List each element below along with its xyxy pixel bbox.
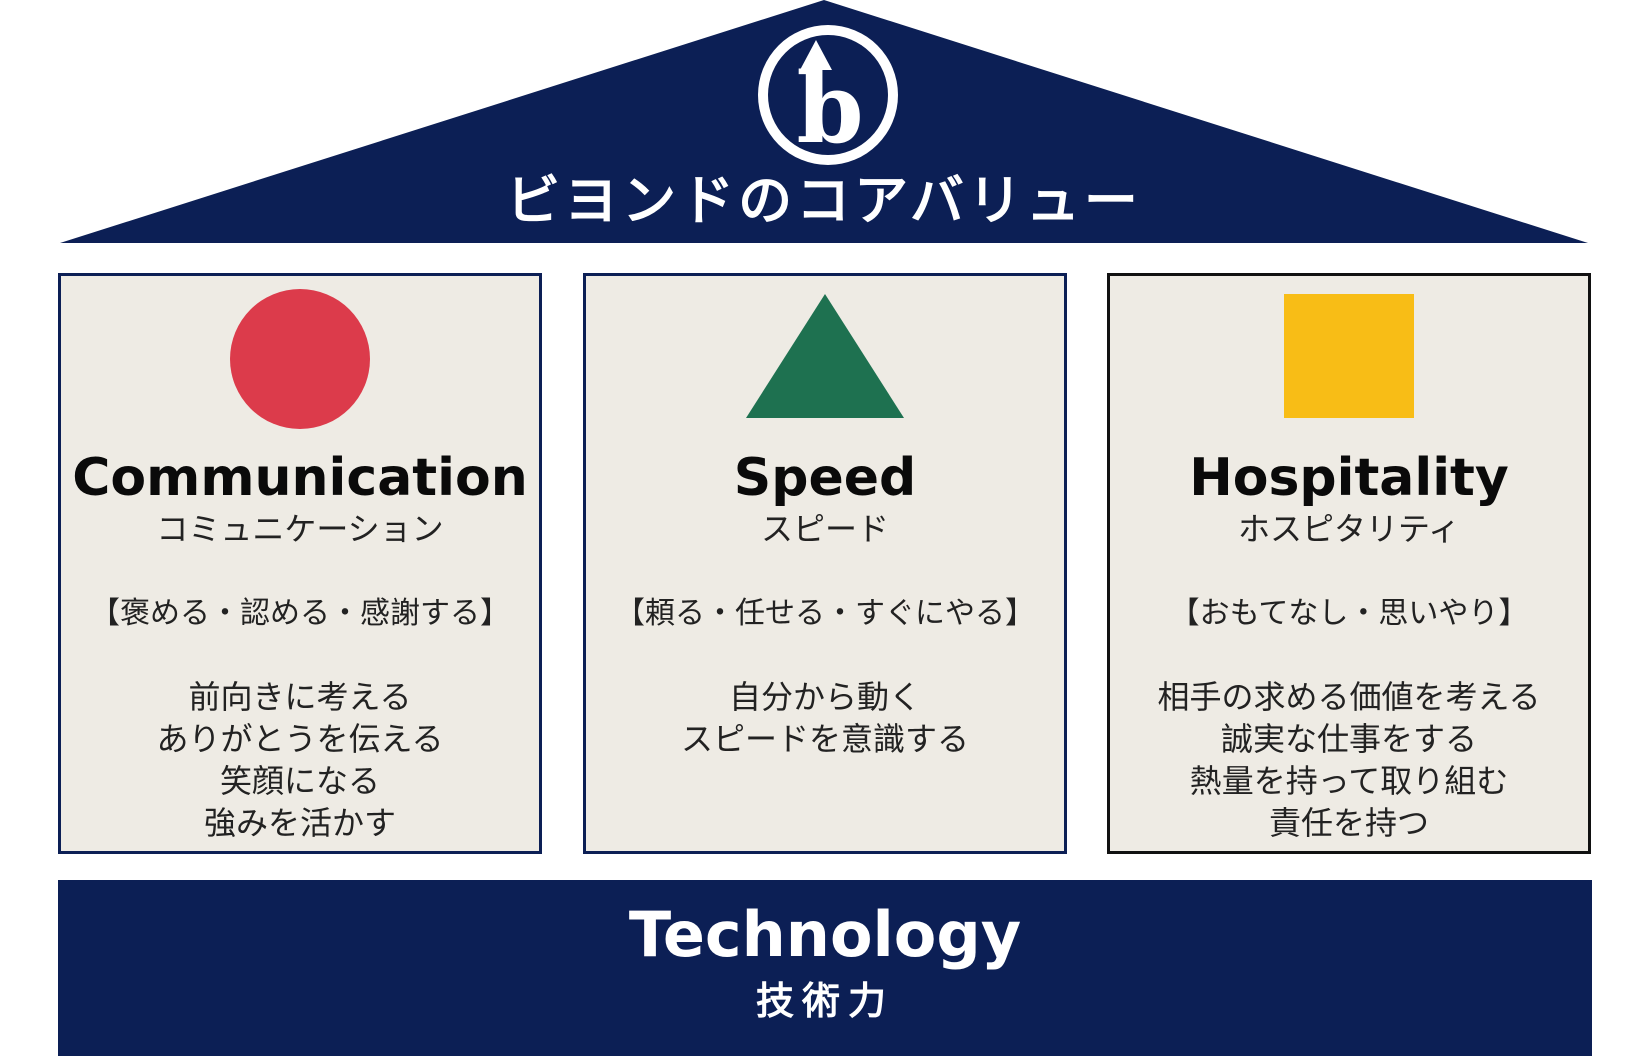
pillar-motto: 【褒める・認める・感謝する】 [90,596,510,631]
pillar-line: 笑顔になる [219,762,380,800]
pillar-line: 自分から動く [728,678,921,716]
pillar-kana: コミュニケーション [156,510,444,548]
foundation: Technology 技術力 [58,880,1592,1056]
pillar-line: 熱量を持って取り組む [1189,762,1509,800]
pillar-line: スピードを意識する [680,720,969,758]
pillar-lines: 相手の求める価値を考える 誠実な仕事をする 熱量を持って取り組む 責任を持つ [1110,676,1588,844]
square-icon [1110,288,1588,428]
roof-title: ビヨンドのコアバリュー [506,169,1142,232]
pillar-communication: Communication コミュニケーション 【褒める・認める・感謝する】 前… [58,273,542,854]
pillar-lines: 前向きに考える ありがとうを伝える 笑顔になる 強みを活かす [61,676,539,844]
pillar-title: Communication [72,448,528,508]
pillar-title: Speed [733,448,917,508]
triangle-icon [586,288,1064,428]
pillar-kana: ホスピタリティ [1237,510,1461,548]
pillar-title: Hospitality [1189,448,1509,508]
pillar-line: 責任を持つ [1268,804,1429,842]
pillar-motto: 【頼る・任せる・すぐにやる】 [615,596,1035,631]
pillar-line: 前向きに考える [188,678,412,716]
logo-icon: b [755,22,901,168]
foundation-title: Technology [628,898,1022,971]
logo-letter: b [796,52,863,165]
pillar-line: 相手の求める価値を考える [1157,678,1541,716]
foundation-subtitle: 技術力 [755,979,894,1023]
pillar-motto: 【おもてなし・思いやり】 [1169,596,1529,631]
pillar-lines: 自分から動く スピードを意識する [586,676,1064,760]
roof: b ビヨンドのコアバリュー [0,0,1648,250]
pillar-hospitality: Hospitality ホスピタリティ 【おもてなし・思いやり】 相手の求める価… [1107,273,1591,854]
pillar-speed: Speed スピード 【頼る・任せる・すぐにやる】 自分から動く スピードを意識… [583,273,1067,854]
pillar-line: 強みを活かす [203,804,396,842]
pillar-kana: スピード [760,510,889,548]
circle-icon [61,288,539,429]
pillar-line: ありがとうを伝える [156,720,444,758]
pillar-line: 誠実な仕事をする [1220,720,1477,758]
